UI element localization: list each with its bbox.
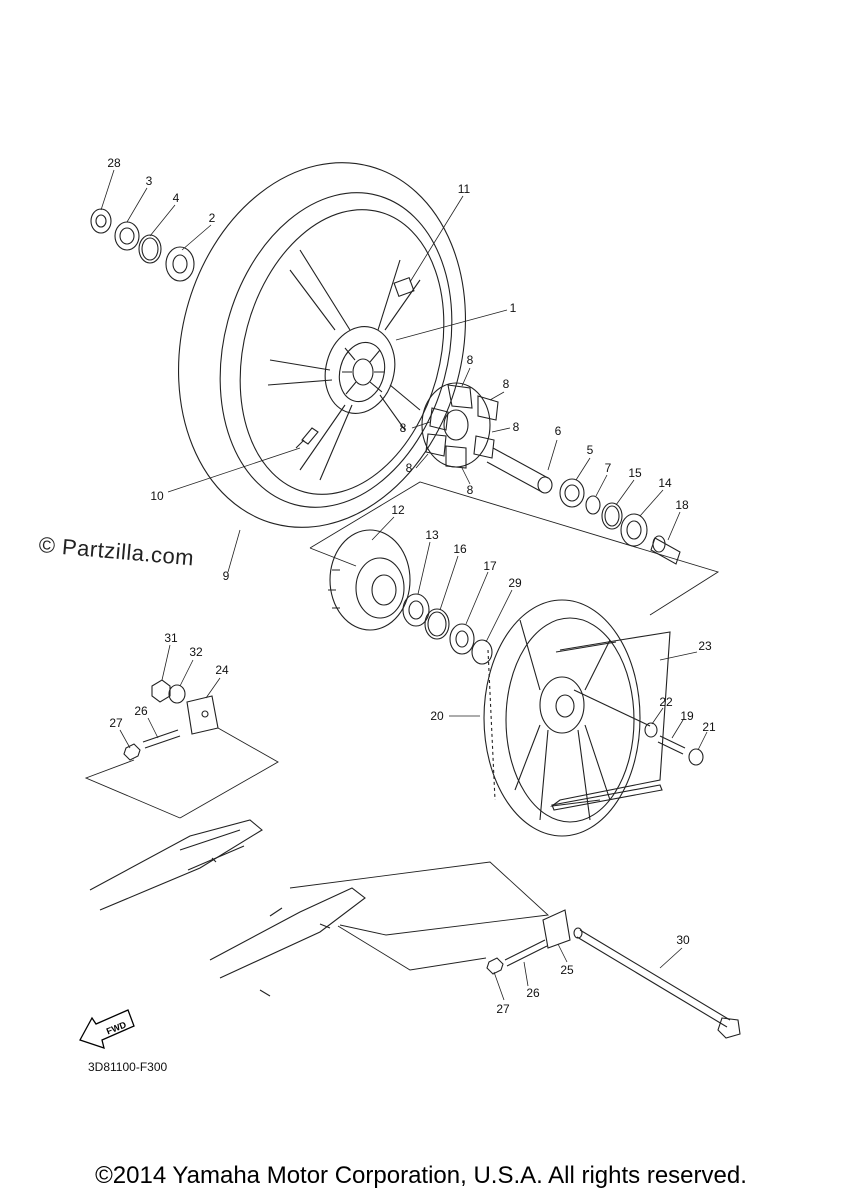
callout-30: 30 (676, 933, 690, 947)
callout-11: 11 (457, 182, 471, 196)
rear-wheel (177, 162, 467, 528)
rear-pulley (483, 599, 671, 837)
callout-32: 32 (189, 645, 203, 659)
callout-26-right: 26 (526, 986, 540, 1000)
callout-31: 31 (164, 631, 178, 645)
callout-21: 21 (702, 720, 716, 734)
copyright-notice: ©2014 Yamaha Motor Corporation, U.S.A. A… (95, 1162, 747, 1189)
callout-3: 3 (145, 174, 153, 188)
left-bearing-stack (90, 208, 195, 282)
fwd-arrow-icon (79, 1009, 135, 1049)
callout-17: 17 (483, 559, 497, 573)
swingarm (89, 819, 550, 997)
callout-20: 20 (430, 709, 444, 723)
callout-1: 1 (509, 301, 517, 315)
callout-18: 18 (675, 498, 689, 512)
callout-12: 12 (391, 503, 405, 517)
callout-7: 7 (604, 461, 612, 475)
clutch-hub (328, 529, 411, 631)
damper-assembly (421, 382, 499, 469)
callout-24: 24 (215, 663, 229, 677)
hub-bearing-stack (402, 593, 493, 665)
callout-6: 6 (554, 424, 562, 438)
callout-leaders (100, 169, 708, 1001)
callout-2: 2 (208, 211, 216, 225)
callout-22: 22 (659, 695, 673, 709)
callout-4: 4 (172, 191, 180, 205)
callout-28: 28 (107, 156, 121, 170)
callout-9: 9 (222, 569, 230, 583)
callout-14: 14 (658, 476, 672, 490)
callout-25: 25 (560, 963, 574, 977)
callout-8-right: 8 (512, 420, 520, 434)
callout-29: 29 (508, 576, 522, 590)
axle-right-stack (486, 447, 681, 565)
callout-8-top: 8 (466, 353, 474, 367)
callout-27-right: 27 (496, 1002, 510, 1016)
assembly-guide-lines (309, 481, 720, 616)
callout-8-left: 8 (399, 421, 407, 435)
callout-10: 10 (150, 489, 164, 503)
chain-adjuster-left (84, 679, 279, 819)
callout-19: 19 (680, 709, 694, 723)
callout-15: 15 (628, 466, 642, 480)
callout-8-upper-right: 8 (502, 377, 510, 391)
diagram-code: 3D81100-F300 (88, 1060, 168, 1074)
callout-5: 5 (586, 443, 594, 457)
callout-26-left: 26 (134, 704, 148, 718)
callout-8-lower-left: 8 (405, 461, 413, 475)
callout-8-bottom: 8 (466, 483, 474, 497)
pulley-bolt-hardware (573, 689, 704, 766)
callout-16: 16 (453, 542, 467, 556)
callout-27-left: 27 (109, 716, 123, 730)
callout-23: 23 (698, 639, 712, 653)
callout-13: 13 (425, 528, 439, 542)
chain-adjuster-right (486, 909, 741, 1039)
